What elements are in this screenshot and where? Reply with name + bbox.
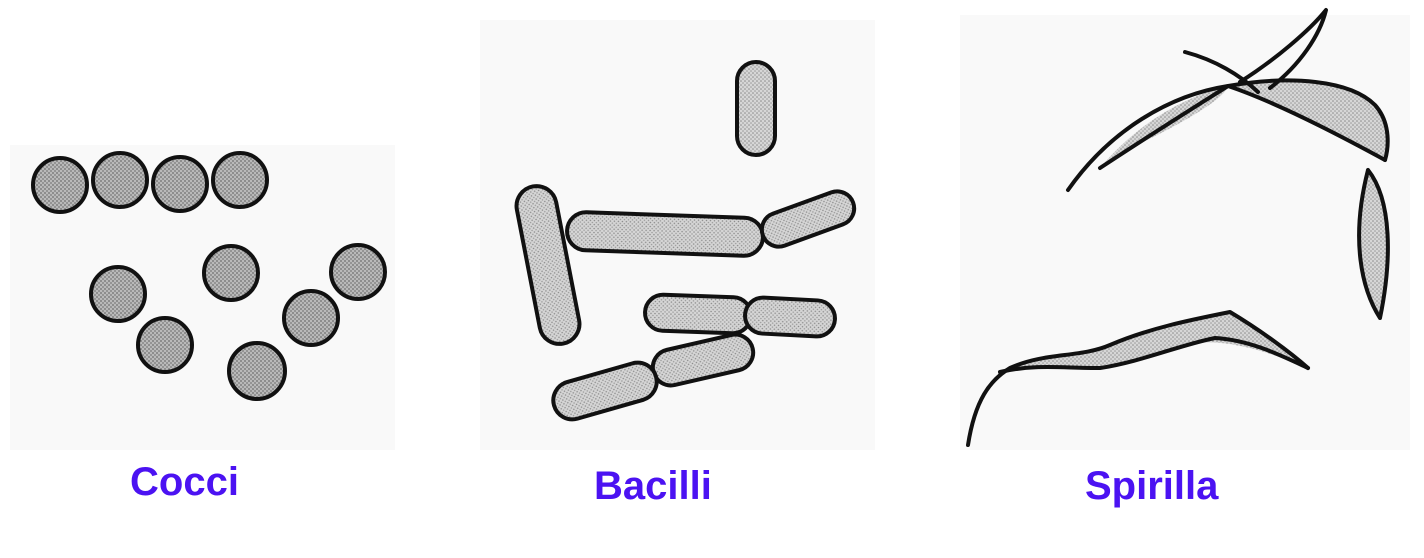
coccus-cell (229, 343, 285, 399)
coccus-cell (331, 245, 385, 299)
bacillus-cell (566, 212, 763, 257)
coccus-cell (91, 267, 145, 321)
coccus-cell (153, 157, 207, 211)
coccus-cell (284, 291, 338, 345)
bacilli-label: Bacilli (594, 466, 712, 506)
coccus-cell (213, 153, 267, 207)
spirilla-panel-background (960, 15, 1410, 450)
bacillus-cell (744, 297, 836, 338)
coccus-cell (138, 318, 192, 372)
coccus-cell (204, 246, 258, 300)
bacillus-cell (644, 294, 751, 334)
spirilla-label: Spirilla (1085, 466, 1218, 506)
coccus-cell (93, 153, 147, 207)
bacillus-cell (737, 62, 775, 155)
cocci-label: Cocci (130, 462, 239, 502)
coccus-cell (33, 158, 87, 212)
